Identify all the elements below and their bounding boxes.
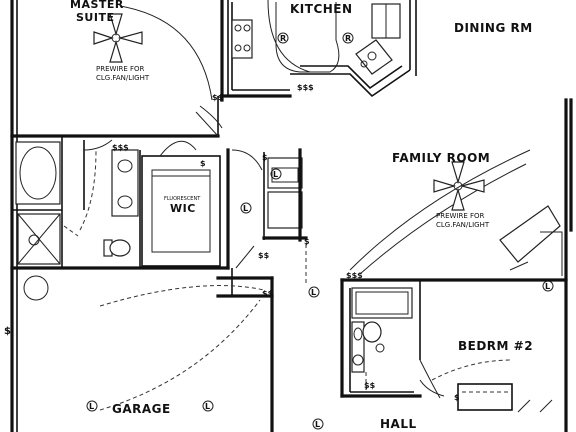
bedroom-closet: $ [431, 359, 553, 413]
svg-text:$: $ [262, 153, 268, 162]
svg-text:$: $ [454, 393, 460, 402]
hall-light-lower: L [312, 418, 324, 430]
master-suite-walls: $$ [119, 5, 224, 137]
garage-light-left: L [86, 400, 98, 412]
garage-walls: $$ $ [4, 268, 274, 432]
svg-text:$$$: $$$ [346, 271, 363, 280]
svg-text:$: $ [304, 237, 310, 246]
room-label-wic: WIC [170, 202, 196, 215]
bedroom-bath-walls [340, 278, 568, 399]
toilet-icon [103, 239, 131, 257]
svg-text:L: L [89, 402, 94, 411]
family-prewire-line1: PREWIRE FOR [436, 212, 485, 220]
svg-text:$$: $$ [262, 289, 274, 298]
room-label-family: FAMILY ROOM [392, 151, 490, 165]
svg-text:$: $ [4, 326, 11, 337]
room-label-kitchen: KITCHEN [290, 2, 353, 16]
bathtub-icon [15, 141, 61, 205]
hall-bath-fixtures: $$ [351, 321, 385, 390]
master-ceiling-fan-icon [93, 13, 143, 63]
kitchen-walls [220, 0, 417, 102]
svg-text:$$: $$ [258, 251, 270, 260]
family-ceiling-fan-icon [433, 161, 485, 211]
vanity-sink-icon: $$$ [111, 143, 139, 217]
walk-in-closet: $ [141, 140, 221, 267]
kitchen-island [267, 0, 340, 73]
svg-text:$: $ [200, 159, 206, 168]
kitchen-switch: $$$ [297, 83, 314, 92]
shower-icon [17, 213, 61, 265]
svg-text:$$$: $$$ [112, 143, 129, 152]
room-label-master-line1: MASTER [70, 0, 124, 11]
master-prewire-line1: PREWIRE FOR [96, 65, 145, 73]
svg-text:$$: $$ [364, 381, 376, 390]
master-bath-walls [12, 136, 141, 268]
exterior-walls [10, 0, 573, 432]
fluorescent-note: FLUORESCENT [164, 196, 201, 202]
svg-text:L: L [205, 402, 210, 411]
svg-text:L: L [243, 204, 248, 213]
room-label-master-line2: SUITE [76, 11, 114, 24]
garage-light-right: L [202, 400, 214, 412]
master-prewire-line2: CLG.FAN/LIGHT [96, 74, 150, 82]
kitchen-recessed-lights: R R [277, 32, 354, 44]
room-label-bedroom2: BEDRM #2 [458, 339, 533, 353]
svg-text:R: R [280, 34, 286, 43]
svg-text:$$: $$ [212, 93, 224, 102]
hall-bathtub-icon [351, 287, 413, 319]
bath-wiring-2 [63, 225, 79, 237]
bath-wiring [79, 149, 97, 231]
svg-text:L: L [273, 170, 278, 179]
range-icon [231, 19, 253, 59]
svg-text:R: R [345, 34, 351, 43]
family-room: $$$ L [346, 149, 563, 292]
svg-text:L: L [545, 282, 550, 291]
refrigerator-icon [371, 3, 401, 39]
hall-light-upper: L [308, 286, 320, 298]
laundry-area: L L $ $$ $ [226, 148, 310, 270]
kitchen-sink-icon [355, 39, 393, 75]
svg-text:L: L [315, 420, 320, 429]
room-label-dining: DINING RM [454, 21, 533, 35]
room-label-hall: HALL [380, 417, 417, 431]
svg-text:L: L [311, 288, 316, 297]
family-prewire-line2: CLG.FAN/LIGHT [436, 221, 490, 229]
room-label-garage: GARAGE [112, 402, 171, 416]
